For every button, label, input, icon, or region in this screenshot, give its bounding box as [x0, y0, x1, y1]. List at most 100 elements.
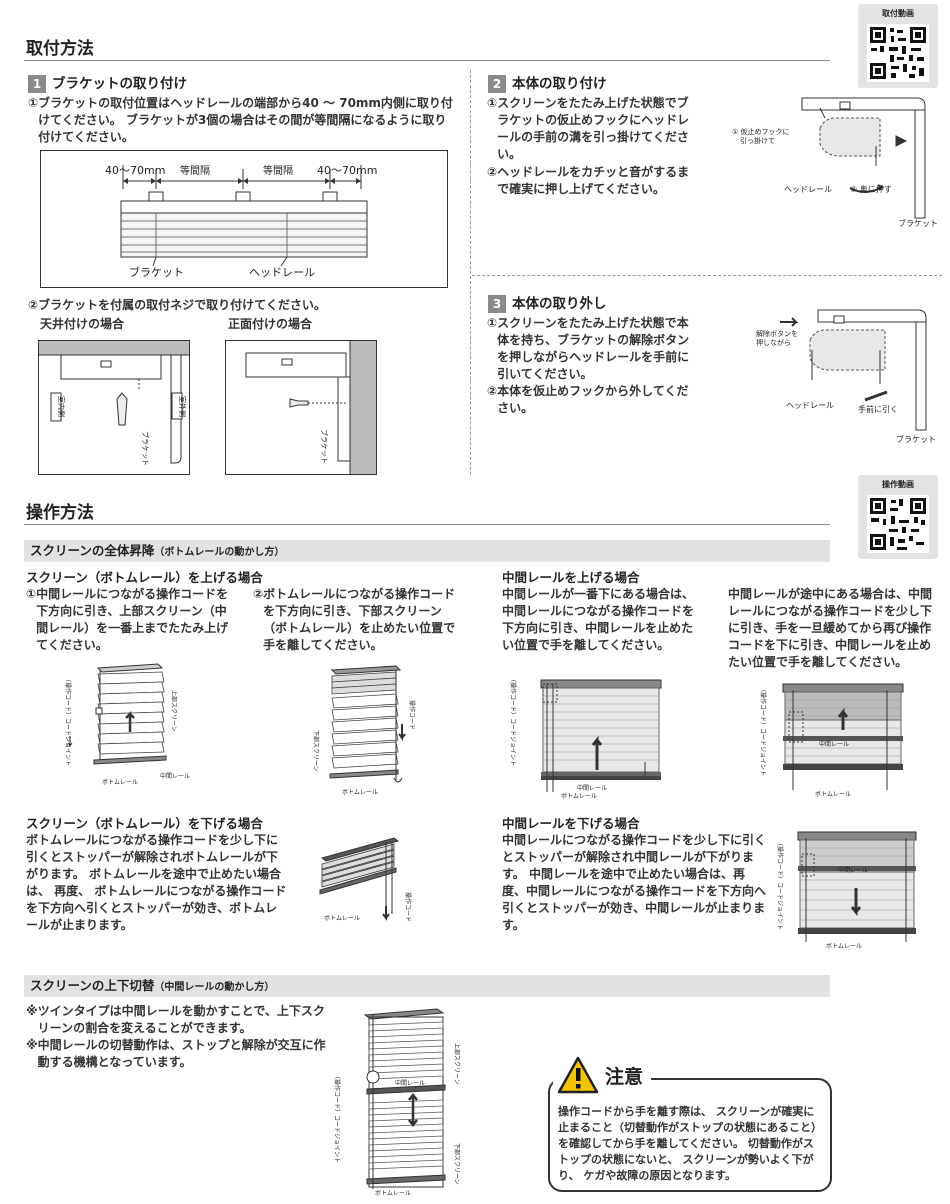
- switch-note-1: ※ ツインタイプは中間レールを動かすことで、上下スクリーンの割合を変えることがで…: [26, 1003, 326, 1037]
- lower-middle-figure: （操作コード）コードジョイント 中間レール ボトムレール: [772, 828, 922, 952]
- raise-bottom-step1-text: 中間レールにつながる操作コードを下方向に引き、上部スクリーン（中間レール）を一番…: [36, 587, 229, 652]
- step3-item2: ② 本体を仮止めフックから外してください。: [487, 383, 695, 417]
- qr-code-icon: [867, 495, 929, 553]
- install-column-divider: [470, 70, 471, 475]
- fig-d-bottom-rail-label: ボトムレール: [815, 790, 851, 798]
- raise-bottom-heading: スクリーン（ボトムレール）を上げる場合: [26, 570, 263, 585]
- step3-item2-num: ②: [487, 384, 498, 398]
- step3-number: 3: [488, 294, 506, 313]
- fig-c-bottom-rail-label: ボトムレール: [561, 792, 597, 800]
- fig-f-cord-joint-label: （操作コード）コードジョイント: [776, 840, 784, 930]
- switch-note-2-mark: ※: [26, 1038, 38, 1052]
- dim-equal-label-2: 等間隔: [263, 164, 293, 177]
- step3-heading: 3 本体の取り外し: [488, 292, 607, 313]
- step1-item2-text: ブラケットを付属の取付ネジで取り付けてください。: [38, 298, 326, 312]
- fig-a-bottom-rail-label: ボトムレール: [102, 778, 138, 786]
- step1-number: 1: [28, 74, 46, 93]
- fig-c-cord-joint-label: （操作コード）コードジョイント: [509, 676, 517, 766]
- step1-item1-num: ①: [28, 96, 39, 110]
- step2-number: 2: [488, 74, 506, 93]
- step3-title: 本体の取り外し: [512, 296, 607, 312]
- fig-b-cord-label: 操作コード: [408, 700, 416, 730]
- dim-right-label: 40～70mm: [317, 164, 377, 177]
- lower-bottom-heading: スクリーン（ボトムレール）を下げる場合: [26, 816, 263, 831]
- step2-item1: ① スクリーンをたたみ上げた状態でブラケットの仮止めフックにヘッドレールの手前の…: [487, 95, 695, 163]
- switch-bar: スクリーンの上下切替（中間レールの動かし方）: [24, 975, 830, 997]
- switch-bar-sub: （中間レールの動かし方）: [154, 982, 275, 993]
- raise-middle-text-2: 中間レールが途中にある場合は、中間レールにつながる操作コードを少し下に引き、手を…: [728, 587, 933, 669]
- hook-label: ① 仮止めフックに引っ掛けて: [732, 127, 790, 145]
- switch-note-2: ※ 中間レールの切替動作は、ストップと解除が交互に作動する機構となっています。: [26, 1037, 326, 1071]
- operation-title-rule: [24, 524, 830, 525]
- step3-item1-num: ①: [487, 316, 498, 330]
- bracket-position-diagram: 40～70mm 等間隔 等間隔 40～70mm ブラケット ヘッドレール: [40, 150, 448, 288]
- step2-item2-text: ヘッドレールをカチッと音がするまで確実に押し上げてください。: [497, 165, 690, 196]
- attach-headrail-label: ヘッドレール: [784, 185, 832, 194]
- hook-label-2: 引っ掛けて: [740, 136, 775, 145]
- headrail-label: ヘッドレール: [249, 266, 315, 279]
- detach-body-diagram: 解除ボタンを押しながら ヘッドレール 手前に引く ブラケット: [700, 300, 940, 450]
- fig-g-bottom-rail-label: ボトムレール: [375, 1189, 411, 1197]
- step2-item2: ② ヘッドレールをカチッと音がするまで確実に押し上げてください。: [487, 164, 695, 198]
- operation-video-qr[interactable]: 操作動画: [858, 475, 938, 559]
- fig-f-middle-rail-label: 中間レール: [838, 866, 868, 874]
- lower-bottom-text: ボトムレールにつながる操作コードを少し下に引くとストッパーが解除されボトムレール…: [26, 833, 287, 932]
- fig-e-cord-label: 操作コード: [404, 892, 412, 922]
- install-video-qr[interactable]: 取付動画: [858, 4, 938, 88]
- step2-title: 本体の取り付け: [512, 76, 607, 92]
- front-mount-diagram: ブラケット: [225, 340, 377, 475]
- install-title-rule: [24, 60, 830, 61]
- step2-step3-divider: [472, 275, 942, 276]
- raise-middle-figure-1: （操作コード）コードジョイント 中間レール ボトムレール: [505, 672, 675, 802]
- step2-heading: 2 本体の取り付け: [488, 72, 607, 93]
- step3-item1-text: スクリーンをたたみ上げた状態で本体を持ち、ブラケットの解除ボタンを押しながらヘッ…: [497, 316, 690, 381]
- step1-item1-text: ブラケットの取付位置はヘッドレールの端部から40 ～ 70mm内側に取り付けてく…: [38, 96, 453, 144]
- step2-item2-num: ②: [487, 165, 498, 179]
- switch-note-1-text: ツインタイプは中間レールを動かすことで、上下スクリーンの割合を変えることができま…: [37, 1004, 325, 1035]
- whole-raise-bar-main: スクリーンの全体昇降: [30, 543, 155, 558]
- push-label: ② 奥に押す: [850, 184, 892, 194]
- switch-note-1-mark: ※: [26, 1004, 38, 1018]
- attach-body-diagram: ① 仮止めフックに引っ掛けて ヘッドレール ② 奥に押す ブラケット: [700, 88, 940, 238]
- raise-bottom-step2: ② ボトムレールにつながる操作コードを下方向に引き、下部スクリーン（ボトムレール…: [253, 586, 465, 654]
- fig-g-upper-screen-label: 上部スクリーン: [453, 1043, 461, 1085]
- install-section-title: 取付方法: [26, 39, 94, 59]
- fig-c-middle-rail-label: 中間レール: [577, 784, 607, 792]
- dim-equal-label-1: 等間隔: [180, 164, 210, 177]
- caution-box: [548, 1078, 832, 1192]
- fig-b-bottom-rail-label: ボトムレール: [342, 788, 378, 796]
- raise-bottom-step2-text: ボトムレールにつながる操作コードを下方向に引き、下部スクリーン（ボトムレール）を…: [263, 587, 456, 652]
- lower-middle-heading: 中間レールを下げる場合: [502, 816, 640, 831]
- qr-code-icon: [867, 24, 929, 82]
- detach-bracket-label: ブラケット: [896, 434, 936, 444]
- install-video-label: 取付動画: [882, 9, 914, 18]
- switch-note-2-text: 中間レールの切替動作は、ストップと解除が交互に作動する機構となっています。: [37, 1038, 326, 1069]
- operation-section-title: 操作方法: [26, 503, 94, 523]
- front-bracket-label: ブラケット: [320, 429, 329, 464]
- ceiling-mount-heading: 天井付けの場合: [40, 317, 125, 331]
- step2-item1-text: スクリーンをたたみ上げた状態でブラケットの仮止めフックにヘッドレールの手前の溝を…: [497, 96, 690, 161]
- hook-label-1: ① 仮止めフックに: [732, 127, 790, 136]
- release-label: 解除ボタンを押しながら: [756, 329, 798, 347]
- operation-video-label: 操作動画: [882, 480, 914, 489]
- fig-f-bottom-rail-label: ボトムレール: [826, 942, 862, 950]
- switch-bar-main: スクリーンの上下切替: [30, 978, 155, 993]
- raise-bottom-figure-1: （操作コード）コードジョイント 上部スクリーン 中間レール ボトムレール: [60, 660, 190, 800]
- step1-item2: ② ブラケットを付属の取付ネジで取り付けてください。: [28, 297, 453, 314]
- fig-a-cord-joint-label: （操作コード）コードジョイント: [64, 676, 72, 766]
- step3-item1: ① スクリーンをたたみ上げた状態で本体を持ち、ブラケットの解除ボタンを押しながら…: [487, 315, 695, 383]
- caution-text: 操作コードから手を離す際は、 スクリーンが確実に止まること（切替動作がストップの…: [558, 1105, 817, 1182]
- attach-bracket-label: ブラケット: [898, 218, 938, 228]
- raise-bottom-step1: ① 中間レールにつながる操作コードを下方向に引き、上部スクリーン（中間レール）を…: [26, 586, 238, 654]
- step1-item2-num: ②: [28, 298, 39, 312]
- raise-bottom-step1-num: ①: [26, 587, 37, 601]
- fig-b-lower-screen-label: 下部スクリーン: [312, 730, 320, 772]
- dim-left-label: 40～70mm: [105, 164, 165, 177]
- fig-a-middle-rail-label: 中間レール: [160, 772, 190, 780]
- fig-g-cord-joint-label: （操作コード）コードジョイント: [333, 1073, 341, 1163]
- detach-headrail-label: ヘッドレール: [786, 401, 834, 410]
- warning-icon: [557, 1056, 599, 1094]
- lower-middle-text: 中間レールにつながる操作コードを少し下に引くとストッパーが解除され中間レールが下…: [502, 833, 767, 932]
- fig-e-bottom-rail-label: ボトムレール: [324, 914, 360, 922]
- whole-raise-bar: スクリーンの全体昇降（ボトムレールの動かし方）: [24, 540, 830, 562]
